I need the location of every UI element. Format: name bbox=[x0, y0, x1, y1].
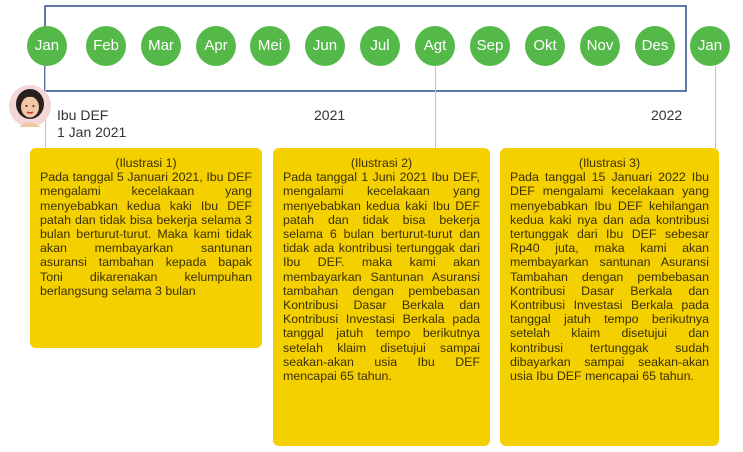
month-nov: Nov bbox=[580, 26, 620, 66]
illustration-card-2: (Ilustrasi 2) Pada tanggal 1 Juni 2021 I… bbox=[273, 148, 490, 446]
card-text: Pada tanggal 15 Januari 2022 Ibu DEF men… bbox=[510, 170, 709, 384]
month-jun: Jun bbox=[305, 26, 345, 66]
card-text: Pada tanggal 1 Juni 2021 Ibu DEF, mengal… bbox=[283, 170, 480, 384]
connector-line-agt bbox=[435, 66, 436, 148]
month-mar: Mar bbox=[141, 26, 181, 66]
card-title: (Ilustrasi 1) bbox=[115, 156, 177, 170]
month-jan: Jan bbox=[27, 26, 67, 66]
card-text: Pada tanggal 5 Januari 2021, Ibu DEF men… bbox=[40, 170, 252, 298]
person-start-date: 1 Jan 2021 bbox=[57, 124, 127, 140]
month-des: Des bbox=[635, 26, 675, 66]
illustration-card-1: (Ilustrasi 1) Pada tanggal 5 Januari 202… bbox=[30, 148, 262, 348]
connector-line-jan-2022 bbox=[715, 66, 716, 148]
month-jan-2022: Jan bbox=[690, 26, 730, 66]
year-2022-label: 2022 bbox=[651, 107, 683, 123]
year-2021-label: 2021 bbox=[314, 107, 346, 123]
month-apr: Apr bbox=[196, 26, 236, 66]
person-name: Ibu DEF bbox=[57, 107, 109, 123]
illustration-card-3: (Ilustrasi 3) Pada tanggal 15 Januari 20… bbox=[500, 148, 719, 446]
card-title: (Ilustrasi 3) bbox=[578, 156, 641, 170]
month-agt: Agt bbox=[415, 26, 455, 66]
month-feb: Feb bbox=[86, 26, 126, 66]
month-sep: Sep bbox=[470, 26, 510, 66]
card-title: (Ilustrasi 2) bbox=[350, 156, 413, 170]
month-jul: Jul bbox=[360, 26, 400, 66]
month-mei: Mei bbox=[250, 26, 290, 66]
woman-avatar-icon bbox=[9, 85, 51, 127]
month-okt: Okt bbox=[525, 26, 565, 66]
